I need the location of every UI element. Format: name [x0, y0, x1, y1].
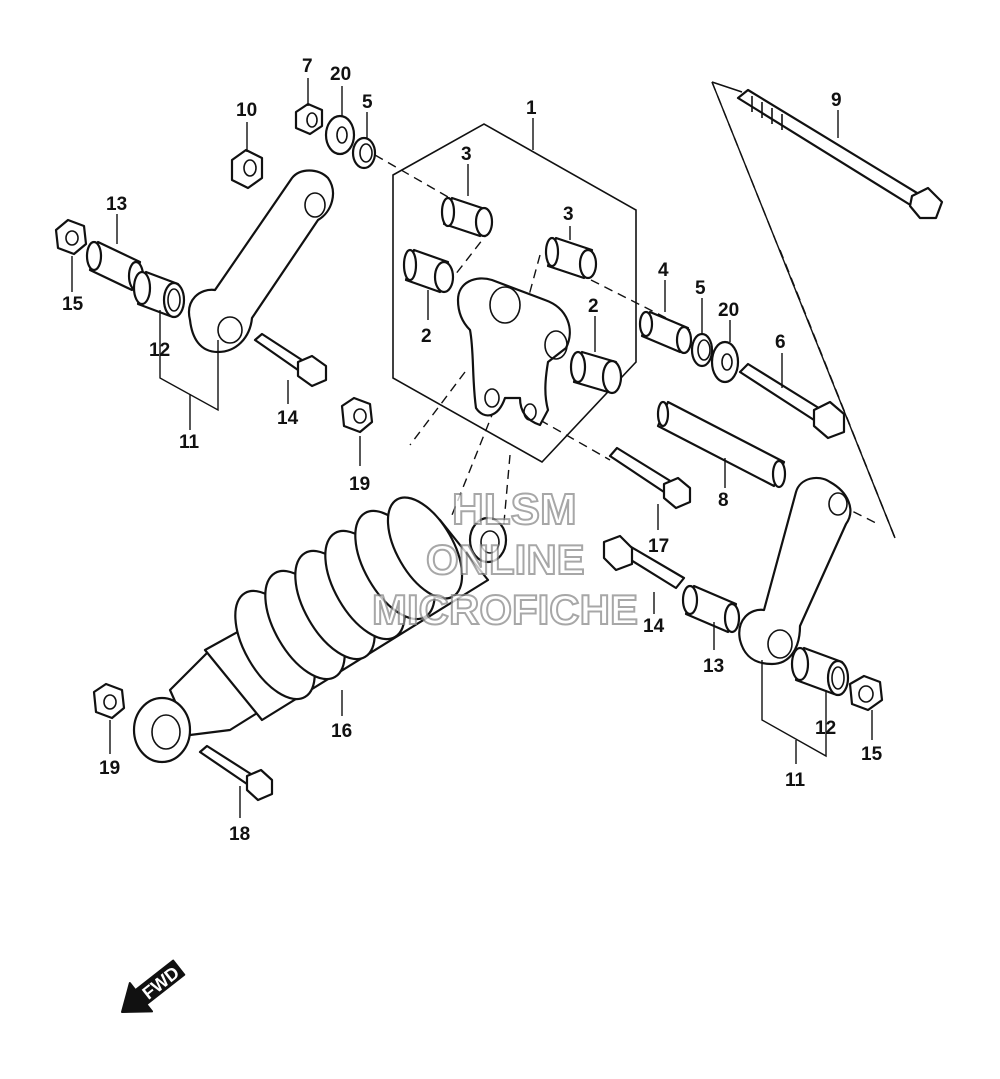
nut-part-19-top[interactable] [340, 396, 374, 434]
bearing-part-3-right[interactable] [544, 236, 598, 280]
bolt-part-14-left[interactable] [253, 332, 328, 388]
cushion-rod-part-11-right[interactable] [738, 476, 852, 666]
nut-part-15-left[interactable] [54, 218, 88, 256]
nut-part-15-right[interactable] [848, 674, 884, 712]
nut-part-10[interactable] [230, 148, 264, 190]
watermark: HLSM ONLINE MICROFICHE [371, 484, 639, 634]
callout-3-right: 3 [563, 204, 574, 225]
callout-13-right: 13 [703, 656, 724, 677]
callout-3-upper: 3 [461, 144, 472, 165]
callout-12-right: 12 [815, 718, 836, 739]
callout-2-left: 2 [421, 326, 432, 347]
callout-10: 10 [236, 100, 257, 121]
callout-19-bottom: 19 [99, 758, 120, 779]
pipe-part-8[interactable] [656, 400, 787, 489]
seal-part-5-top[interactable] [351, 136, 377, 170]
callout-11-left: 11 [179, 432, 200, 453]
callout-2-right: 2 [588, 296, 599, 317]
spacer-part-13-right[interactable] [681, 584, 741, 634]
bearing-part-12-left[interactable] [132, 270, 186, 319]
nut-part-19-bottom[interactable] [92, 682, 126, 720]
callout-13-left: 13 [106, 194, 127, 215]
callout-9: 9 [831, 90, 842, 111]
cushion-lever[interactable] [456, 277, 571, 427]
rear-shock-absorber-part-16[interactable] [132, 486, 508, 764]
bolt-part-14-right[interactable] [602, 534, 686, 590]
washer-part-20-top[interactable] [324, 114, 356, 156]
callout-labels: 1 7 20 5 10 3 3 2 2 4 5 20 6 9 8 17 13 1… [62, 56, 883, 845]
spring-coils [234, 496, 464, 701]
cushion-lever-group-outline [392, 123, 637, 464]
callout-20-top: 20 [330, 64, 351, 85]
bearing-part-3-upper[interactable] [440, 196, 494, 238]
callout-11-right: 11 [785, 770, 806, 791]
bearing-part-12-right[interactable] [790, 646, 850, 697]
watermark-line-1: HLSM [452, 485, 577, 534]
callout-19-top: 19 [349, 474, 370, 495]
callout-17: 17 [648, 536, 669, 557]
watermark-line-2: ONLINE [426, 536, 585, 583]
bearing-part-2-right[interactable] [569, 350, 623, 395]
bearing-part-2-left[interactable] [402, 248, 455, 294]
nut-part-7[interactable] [294, 102, 324, 136]
callout-6: 6 [775, 332, 786, 353]
callout-18: 18 [229, 824, 250, 845]
callout-12-left: 12 [149, 340, 170, 361]
forward-arrow-icon: FWD [121, 959, 186, 1013]
callout-14-left: 14 [277, 408, 299, 429]
callout-15-left: 15 [62, 294, 84, 315]
bolt-part-17[interactable] [608, 446, 692, 510]
spacer-part-4[interactable] [638, 310, 693, 355]
bolt-part-6[interactable] [738, 362, 846, 440]
seal-part-5-right[interactable] [690, 332, 714, 368]
callout-14-right: 14 [643, 616, 665, 637]
callout-1: 1 [526, 98, 537, 119]
callout-5-top: 5 [362, 92, 373, 113]
watermark-line-3: MICROFICHE [372, 586, 638, 633]
callout-15-right: 15 [861, 744, 883, 765]
bolt-part-18[interactable] [198, 744, 274, 802]
callout-16: 16 [331, 721, 352, 742]
callout-8: 8 [718, 490, 729, 511]
callout-20-right: 20 [718, 300, 739, 321]
leader-lines [71, 78, 873, 818]
cushion-rod-part-11-left[interactable] [187, 169, 335, 354]
washer-part-20-right[interactable] [710, 340, 740, 384]
callout-7: 7 [302, 56, 313, 77]
callout-4: 4 [658, 260, 669, 281]
bolt-group-outline [711, 81, 896, 539]
long-bolt-part-9[interactable] [736, 88, 944, 220]
callout-5-right: 5 [695, 278, 706, 299]
